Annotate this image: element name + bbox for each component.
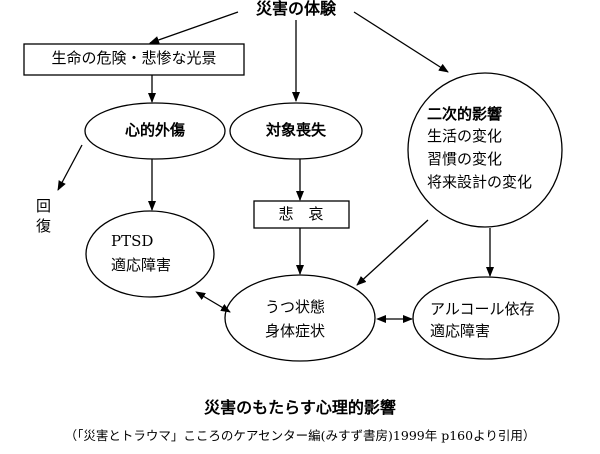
danger-box [23, 43, 245, 76]
arrow-secondary-to-depression [356, 219, 429, 286]
grief-box [253, 200, 350, 229]
disaster-experience-label: 災害の体験 [255, 0, 337, 18]
ptsd-label: PTSD [111, 232, 154, 250]
trauma-label: 心的外傷 [124, 121, 186, 139]
alcohol-node [412, 276, 560, 360]
danger-label: 生命の危険・悲惨な光景 [51, 49, 217, 67]
loss-node [229, 102, 363, 160]
arrow-trauma-to-recovery [57, 144, 83, 191]
arrow-top-to-danger [149, 11, 239, 44]
loss-label: 対象喪失 [265, 121, 327, 139]
secondary-node [407, 72, 563, 228]
secondary-future-change: 将来設計の変化 [427, 173, 533, 191]
figure-source: （「災害とトラウマ」こころのケアセンター編(みすず書房)1999年 p160より… [64, 428, 536, 443]
secondary-habit-change: 習慣の変化 [427, 150, 503, 168]
secondary-heading: 二次的影響 [427, 105, 503, 123]
alcohol-label: アルコール依存 [430, 300, 535, 318]
depression-label: うつ状態 [265, 298, 326, 316]
ptsd-node [85, 210, 215, 298]
recovery-char-1: 回 [36, 197, 52, 215]
arrow-top-to-secondary [353, 11, 449, 73]
secondary-life-change: 生活の変化 [427, 127, 503, 145]
ptsd-adjustment-label: 適応障害 [111, 256, 172, 274]
trauma-node [84, 102, 226, 160]
grief-label: 悲 哀 [278, 205, 324, 223]
depression-node [224, 274, 376, 362]
figure-title: 災害のもたらす心理的影響 [204, 398, 396, 417]
somatic-label: 身体症状 [265, 322, 326, 340]
alcohol-adjustment-label: 適応障害 [430, 322, 491, 340]
recovery-char-2: 復 [36, 217, 52, 235]
arrow-ptsd-depression [195, 291, 231, 313]
